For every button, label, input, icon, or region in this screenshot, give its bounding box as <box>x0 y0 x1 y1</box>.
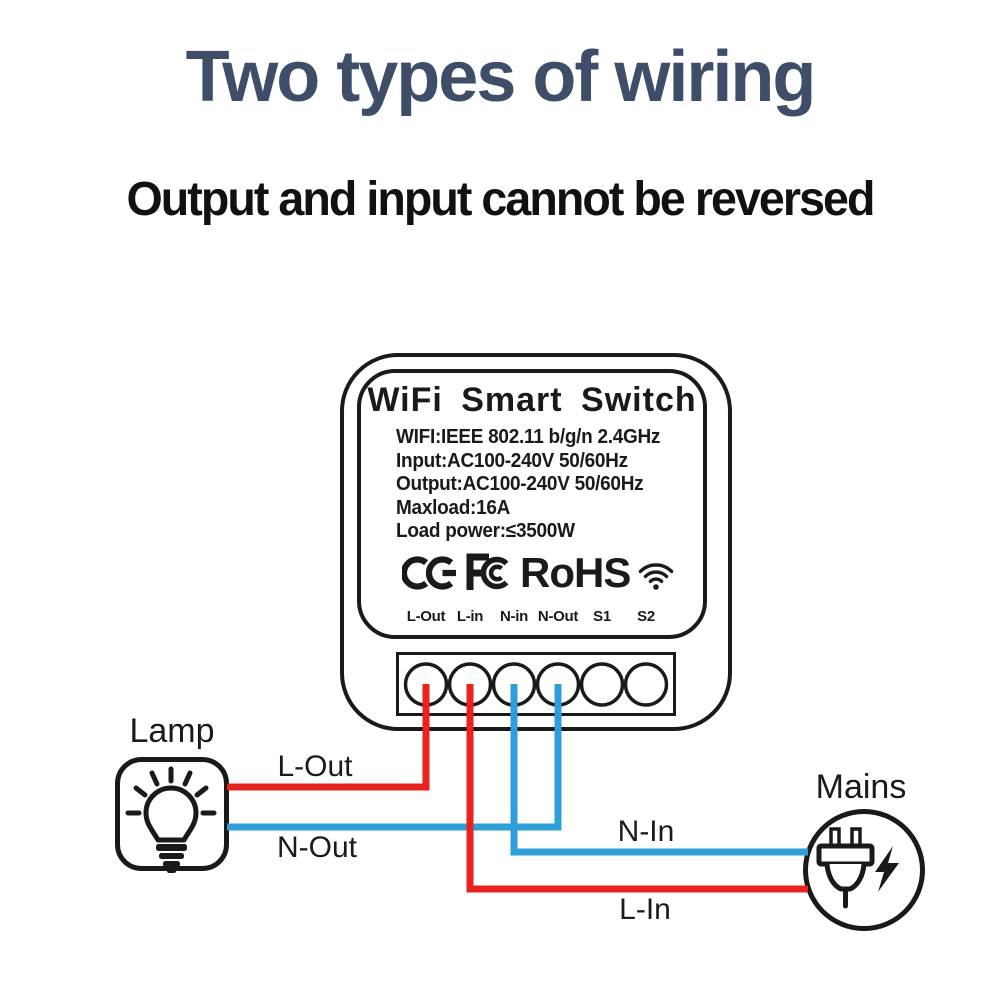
fcc-mark-icon <box>466 553 509 590</box>
spec-line: Input:AC100-240V 50/60Hz <box>396 449 628 472</box>
wire-label-l-in: L-In <box>619 893 671 926</box>
ce-mark-icon <box>402 556 456 590</box>
lamp-node <box>115 757 229 873</box>
terminal-label-n-in: N-in <box>500 608 528 625</box>
plug-icon <box>816 827 875 909</box>
wire-label-l-out: L-Out <box>277 750 353 783</box>
page-subtitle: Output and input cannot be reversed <box>126 173 876 226</box>
spec-line: Load power:≤3500W <box>396 520 575 543</box>
rohs-mark: RoHS <box>520 549 631 596</box>
mains-node <box>803 809 925 931</box>
certification-row: RoHS <box>402 551 682 595</box>
terminal-label-s2: S2 <box>637 608 655 625</box>
spec-line: WIFI:IEEE 802.11 b/g/n 2.4GHz <box>396 426 661 448</box>
mains-circle <box>803 809 925 931</box>
wire-label-n-in: N-In <box>617 815 675 848</box>
terminal-label-s1: S1 <box>593 608 611 625</box>
device-name: WiFi Smart Switch <box>367 381 697 419</box>
device-specs: WIFI:IEEE 802.11 b/g/n 2.4GHz Input:AC10… <box>396 426 681 544</box>
smart-switch-panel <box>357 369 707 639</box>
terminal-label-l-out: L-Out <box>406 608 446 625</box>
bulb-icon <box>125 766 217 873</box>
lightning-icon <box>875 846 899 892</box>
lamp-label: Lamp <box>129 712 215 750</box>
page-title: Two types of wiring <box>185 37 817 117</box>
spec-line: Output:AC100-240V 50/60Hz <box>396 473 644 496</box>
mains-label: Mains <box>815 768 907 806</box>
spec-line: Maxload:16A <box>396 496 511 519</box>
wifi-icon <box>639 563 674 590</box>
wire-label-n-out: N-Out <box>276 831 357 864</box>
terminal-label-n-out: N-Out <box>537 608 579 625</box>
lamp-box <box>115 757 229 871</box>
terminal-label-l-in: L-in <box>456 608 484 625</box>
